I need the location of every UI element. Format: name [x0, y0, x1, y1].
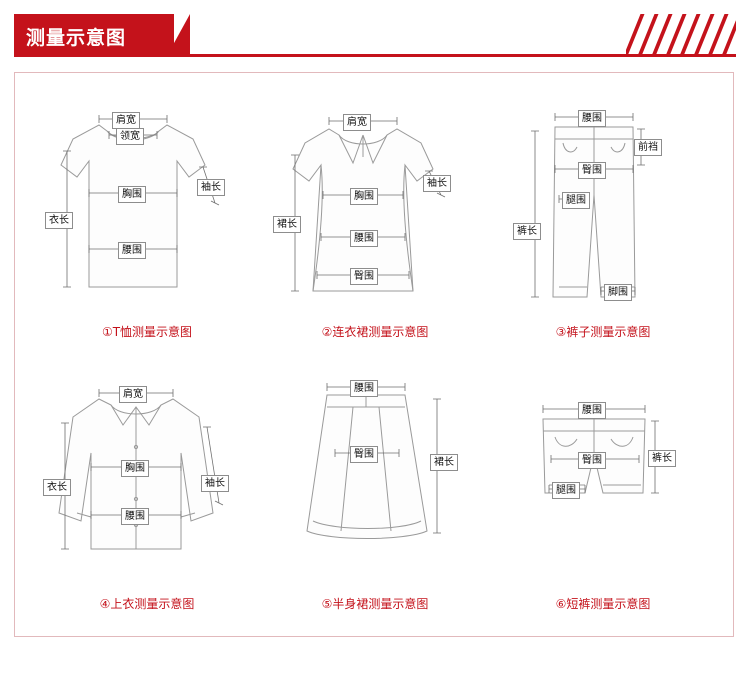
header-bar-skew [168, 14, 190, 54]
label-shoulder-width: 肩宽 [343, 114, 371, 131]
label-bust: 胸围 [121, 460, 149, 477]
label-sleeve-length: 袖长 [197, 179, 225, 196]
label-skirt-length: 裙长 [430, 454, 458, 471]
tshirt-drawing [60, 115, 220, 288]
label-waist: 腰围 [121, 508, 149, 525]
shorts-caption: ⑥短裤测量示意图 [555, 597, 651, 611]
label-shoulder-width: 肩宽 [112, 112, 140, 129]
label-pants-length: 裤长 [648, 450, 676, 467]
diagram-shirt: 肩宽 衣长 胸围 袖长 腰围 ④上衣测量示意图 [37, 363, 257, 618]
label-pants-length: 裤长 [513, 223, 541, 240]
label-sleeve-length: 袖长 [423, 175, 451, 192]
skirt-caption: ⑤半身裙测量示意图 [321, 597, 429, 611]
diagram-pants: 腰围 前裆 臀围 腿围 裤长 脚围 ③裤子测量示意图 [493, 91, 713, 346]
label-hip: 臀围 [350, 268, 378, 285]
label-leg-opening: 脚围 [604, 284, 632, 301]
label-thigh: 腿围 [562, 192, 590, 209]
label-waist: 腰围 [578, 110, 606, 127]
diagram-dress: 肩宽 袖长 胸围 裙长 腰围 臀围 ②连衣裙测量示意图 [265, 91, 485, 346]
header-stripes [626, 14, 736, 54]
pants-caption: ③裤子测量示意图 [555, 325, 651, 339]
label-bust: 胸围 [118, 186, 146, 203]
label-front-rise: 前裆 [634, 139, 662, 156]
label-hip: 臀围 [578, 162, 606, 179]
header-underline [14, 54, 736, 57]
label-hip: 臀围 [350, 446, 378, 463]
dress-caption: ②连衣裙测量示意图 [321, 325, 429, 339]
diagram-shorts: 腰围 臀围 裤长 腿围 ⑥短裤测量示意图 [493, 363, 713, 618]
shorts-stage: 腰围 臀围 裤长 腿围 [493, 363, 713, 593]
diagram-tshirt: 肩宽 领宽 袖长 胸围 衣长 腰围 ①T恤测量示意图 [37, 91, 257, 346]
skirt-drawing [306, 383, 441, 539]
label-neck-width: 领宽 [116, 128, 144, 145]
label-shoulder-width: 肩宽 [119, 386, 147, 403]
label-waist: 腰围 [350, 380, 378, 397]
diagram-card: 肩宽 领宽 袖长 胸围 衣长 腰围 ①T恤测量示意图 [14, 72, 734, 637]
header-banner: 测量示意图 [0, 14, 750, 60]
label-sleeve-length: 袖长 [201, 475, 229, 492]
label-bust: 胸围 [350, 188, 378, 205]
shirt-stage: 肩宽 衣长 胸围 袖长 腰围 [37, 363, 257, 593]
shorts-drawing [542, 405, 659, 494]
tshirt-stage: 肩宽 领宽 袖长 胸围 衣长 腰围 [37, 91, 257, 321]
pants-stage: 腰围 前裆 臀围 腿围 裤长 脚围 [493, 91, 713, 321]
dress-stage: 肩宽 袖长 胸围 裙长 腰围 臀围 [265, 91, 485, 321]
skirt-stage: 腰围 臀围 裙长 [265, 363, 485, 593]
label-garment-length: 衣长 [43, 479, 71, 496]
label-waist: 腰围 [118, 242, 146, 259]
label-waist: 腰围 [578, 402, 606, 419]
tshirt-caption: ①T恤测量示意图 [101, 325, 193, 339]
page-title: 测量示意图 [26, 27, 127, 49]
header-red-bar [14, 14, 174, 54]
label-hip: 臀围 [578, 452, 606, 469]
label-waist: 腰围 [350, 230, 378, 247]
label-garment-length: 衣长 [45, 212, 73, 229]
label-thigh: 腿围 [552, 482, 580, 499]
diagram-skirt: 腰围 臀围 裙长 ⑤半身裙测量示意图 [265, 363, 485, 618]
shirt-caption: ④上衣测量示意图 [99, 597, 195, 611]
dress-drawing [291, 117, 446, 292]
label-skirt-length: 裙长 [273, 216, 301, 233]
